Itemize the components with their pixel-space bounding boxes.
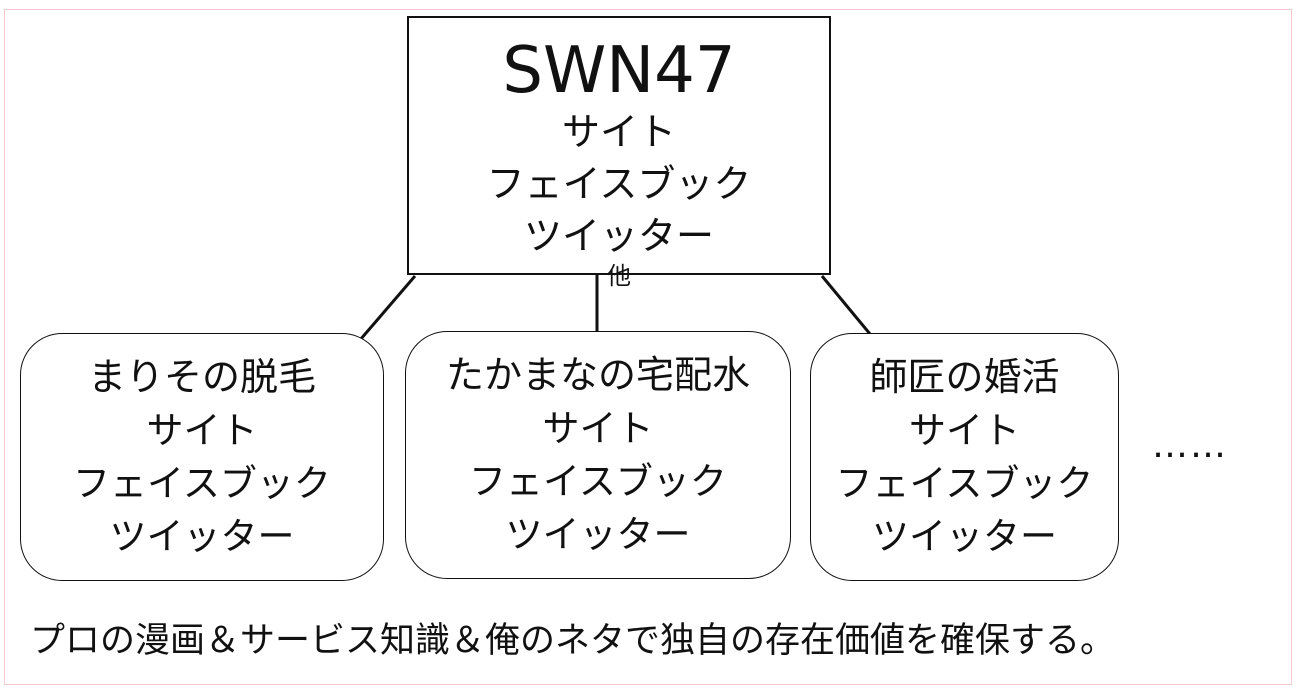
child-line: フェイスブック	[835, 462, 1094, 505]
root-line: サイト	[561, 110, 676, 154]
connector-left	[358, 275, 417, 341]
child-line: サイト	[146, 409, 258, 452]
child-line: ツイッター	[872, 515, 1057, 558]
root-note: 他	[607, 262, 631, 290]
child-line: ツイッター	[505, 513, 691, 556]
child-line: フェイスブック	[469, 460, 727, 503]
child-line: サイト	[542, 407, 654, 450]
child-line: サイト	[909, 409, 1020, 452]
child-line: フェイスブック	[73, 462, 331, 505]
child-line: ツイッター	[109, 515, 295, 558]
child-title: 師匠の婚活	[869, 355, 1060, 399]
root-title: SWN47	[502, 34, 736, 108]
diagram-frame	[4, 9, 1292, 685]
connector-right	[820, 275, 872, 335]
more-ellipsis: ……	[1152, 425, 1228, 466]
caption: プロの漫画＆サービス知識＆俺のネタで独自の存在価値を確保する。	[30, 621, 1116, 661]
child-node-3: 師匠の婚活 サイト フェイスブック ツイッター	[810, 333, 1119, 581]
child-title: たかまなの宅配水	[445, 353, 750, 397]
root-line: ツイッター	[523, 214, 714, 258]
root-node: SWN47 サイト フェイスブック ツイッター 他	[407, 16, 831, 290]
child-node-2: たかまなの宅配水 サイト フェイスブック ツイッター	[405, 331, 791, 579]
root-line: フェイスブック	[486, 162, 752, 206]
child-title: まりその脱毛	[87, 355, 316, 399]
child-node-1: まりその脱毛 サイト フェイスブック ツイッター	[20, 333, 384, 581]
